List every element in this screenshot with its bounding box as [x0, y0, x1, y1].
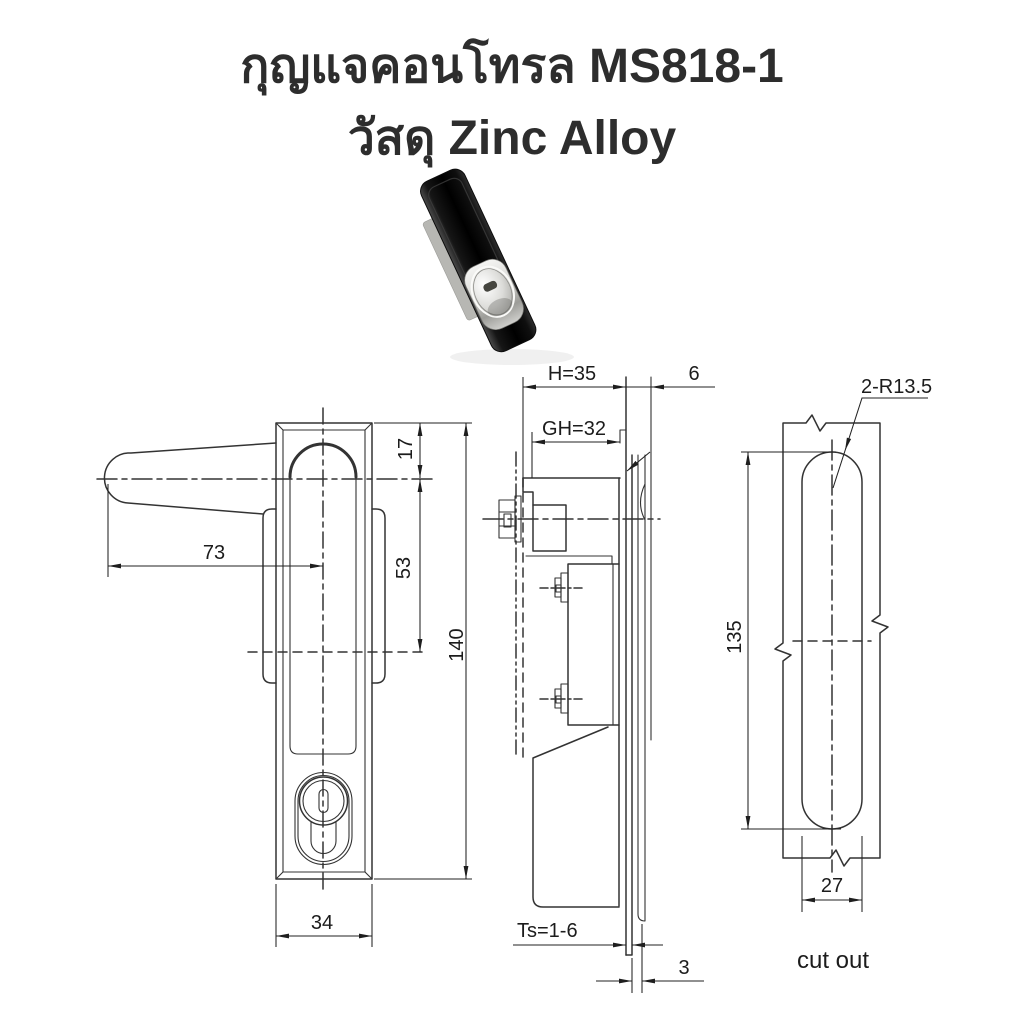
- front-right-wing: [371, 508, 386, 684]
- dim-label-34: 34: [311, 912, 333, 934]
- product-photo: [420, 168, 574, 365]
- dim-label-73: 73: [203, 542, 225, 564]
- dim-label-53: 53: [393, 557, 415, 579]
- front-view: [96, 407, 433, 894]
- side-gh-hook: [619, 429, 627, 444]
- cutout-panel-outline: [774, 414, 889, 867]
- photo-button-ring: [470, 265, 515, 318]
- cutout-dimensions: 2-R13.5 135 27 cut out: [724, 376, 932, 974]
- dim-label-3: 3: [678, 957, 689, 979]
- dim-label-27: 27: [821, 875, 843, 897]
- front-body-inner: [282, 429, 366, 873]
- side-rear-flange: [637, 454, 646, 922]
- panel-arrow: [626, 451, 651, 472]
- front-handle: [103, 442, 277, 515]
- radius-leader-arrowhead: [845, 437, 852, 451]
- front-body-outer: [275, 422, 373, 880]
- dim-label-H35: H=35: [548, 363, 596, 385]
- photo-handle-body: [420, 168, 537, 353]
- page-title: กุญแจคอนโทรล MS818-1: [240, 40, 784, 93]
- dim-label-GH32: GH=32: [542, 418, 606, 440]
- cutout-caption: cut out: [797, 947, 869, 974]
- photo-button-shade: [487, 298, 513, 317]
- cutout-slot: [801, 451, 863, 830]
- side-nut-block: [532, 504, 567, 552]
- dim-label-135: 135: [724, 620, 746, 653]
- side-view: [482, 376, 661, 956]
- front-chamfers: [275, 422, 373, 880]
- photo-shadow: [450, 349, 574, 365]
- photo-key-slot: [483, 280, 498, 292]
- cutout-view: [774, 414, 889, 873]
- dim-label-17: 17: [395, 438, 417, 460]
- side-bracket: [567, 563, 620, 726]
- side-housing-left-step: [522, 477, 534, 506]
- side-gasket-arc: [639, 483, 646, 521]
- front-cylinder-inner: [297, 774, 350, 863]
- side-handle: [532, 726, 620, 908]
- side-step-line: [525, 555, 613, 565]
- dim-label-radius: 2-R13.5: [861, 376, 932, 398]
- dim-label-6: 6: [688, 363, 699, 385]
- page-subtitle: วัสดุ Zinc Alloy: [347, 112, 677, 165]
- side-top-bolt-slot: [503, 513, 512, 528]
- front-left-wing: [262, 508, 277, 684]
- side-dimensions: H=35 6 GH=32 Ts=1-6 3: [513, 363, 715, 993]
- dim-label-140: 140: [446, 628, 468, 661]
- front-dimensions: 73 17 53 140 34: [107, 422, 472, 947]
- side-panel-rear: [625, 454, 633, 956]
- radius-leader: [832, 397, 928, 489]
- photo-push-button: [473, 268, 513, 316]
- front-cylinder-outer: [294, 772, 353, 865]
- dim-label-Ts: Ts=1-6: [517, 920, 578, 942]
